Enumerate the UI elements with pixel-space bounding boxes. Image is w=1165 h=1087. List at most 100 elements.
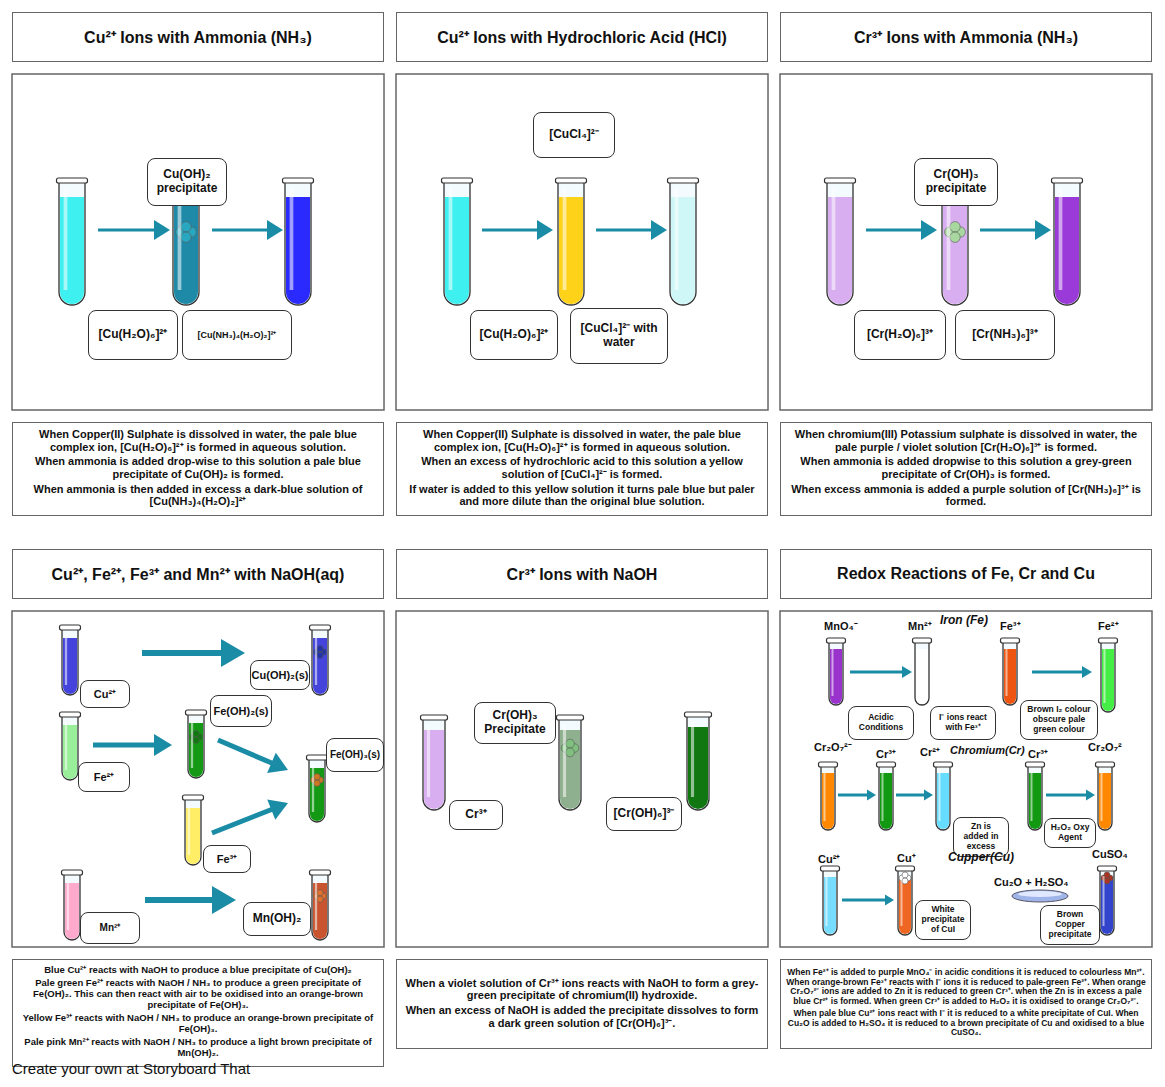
test-tube xyxy=(825,178,856,305)
test-tube xyxy=(821,866,840,935)
label-text: I⁻ ions react with Fe³⁺ xyxy=(935,713,991,733)
caption-text: When pale blue Cu²⁺ ions react with I⁻ i… xyxy=(786,1009,1146,1038)
watermark: Create your own at Storyboard That xyxy=(12,1061,250,1078)
panel-title: Cu²⁺, Fe²⁺, Fe³⁺ and Mn²⁺ with NaOH(aq) xyxy=(12,549,384,599)
test-tube xyxy=(57,178,88,305)
test-tube xyxy=(896,866,915,935)
panel-caption: When Copper(II) Sulphate is dissolved in… xyxy=(12,422,384,516)
label-text: White precipitate of CuI xyxy=(920,905,966,934)
label-text: Fe(OH)₃(s) xyxy=(330,749,380,761)
reaction-arrow xyxy=(212,220,283,240)
callout-label: [CuCl₄]²⁻ with water xyxy=(570,308,668,364)
label-text: Cr³⁺ xyxy=(465,808,486,822)
callout-label: Fe²⁺ xyxy=(78,762,130,792)
test-tube xyxy=(1098,866,1117,935)
panel-caption: When a violet solution of Cr³⁺ ions reac… xyxy=(396,959,768,1049)
test-tube xyxy=(1001,638,1020,705)
test-tube xyxy=(913,638,932,705)
test-tube xyxy=(442,178,473,305)
reaction-arrow xyxy=(896,790,933,801)
label-text: Mn²⁺ xyxy=(100,922,121,934)
label-text: Redox Reactions of Fe, Cr and Cu xyxy=(837,565,1095,583)
panel-caption: When Copper(II) Sulphate is dissolved in… xyxy=(396,422,768,516)
test-tube xyxy=(1052,178,1083,305)
label-text: Cu(OH)₂ precipitate xyxy=(152,168,222,196)
label-text: H₂O₂ Oxy Agent xyxy=(1049,823,1091,843)
test-tube xyxy=(877,762,896,830)
panel-title: Cu²⁺ Ions with Hydrochloric Acid (HCl) xyxy=(396,12,768,62)
panel-title: Cr³⁺ Ions with Ammonia (NH₃) xyxy=(780,12,1152,62)
caption-text: When excess ammonia is added a purple so… xyxy=(786,483,1146,508)
species-label: Cr₂O₇²⁻ xyxy=(814,741,852,753)
caption-text: When chromium(III) Potassium sulphate is… xyxy=(786,428,1146,453)
species-label: Iron (Fe) xyxy=(940,614,988,627)
caption-text: Pale green Fe²⁺ reacts with NaOH / NH₃ t… xyxy=(18,978,378,1011)
species-label: Chromium(Cr) xyxy=(950,744,1025,756)
species-label: Cr³⁺ xyxy=(876,748,896,760)
caption-text: When ammonia is then added in excess a d… xyxy=(18,483,378,508)
test-tube xyxy=(307,755,328,822)
test-tube xyxy=(186,710,207,778)
test-tube xyxy=(827,638,846,705)
panel-frame xyxy=(396,74,768,410)
callout-label: Mn²⁺ xyxy=(80,912,140,944)
panel-frame xyxy=(396,611,768,947)
label-text: Cu²⁺ xyxy=(94,688,116,701)
caption-text: When ammonia is added drop-wise to this … xyxy=(18,455,378,480)
callout-label: Fe(OH)₃(s) xyxy=(326,738,384,772)
callout-label: Cu²⁺ xyxy=(80,680,130,708)
label-text: [CuCl₄]²⁻ with water xyxy=(575,322,663,350)
test-tube xyxy=(685,712,712,810)
label-text: Acidic Conditions xyxy=(853,713,909,733)
label-text: [CuCl₄]²⁻ xyxy=(549,128,599,142)
caption-text: Blue Cu²⁺ reacts with NaOH to produce a … xyxy=(18,965,378,976)
species-label: CuSO₄ xyxy=(1092,848,1128,860)
test-tube xyxy=(283,178,314,305)
panel-title: Cr³⁺ Ions with NaOH xyxy=(396,549,768,599)
species-label: Cu⁺ xyxy=(897,852,916,864)
reaction-arrow xyxy=(842,895,894,906)
label-text: Cr³⁺ Ions with Ammonia (NH₃) xyxy=(854,26,1078,48)
reaction-arrow xyxy=(1032,666,1092,678)
species-label: Fe²⁺ xyxy=(1098,620,1119,632)
test-tube xyxy=(1096,762,1115,830)
test-tube xyxy=(668,178,699,305)
label-text: [Cu(NH₃)₄(H₂O)₂]²⁺ xyxy=(198,330,277,340)
label-text: [Cu(H₂O)₆]²⁺ xyxy=(99,328,168,342)
label-text: Fe³⁺ xyxy=(217,853,238,866)
label-text: Cr(OH)₃ precipitate xyxy=(919,168,993,196)
species-label: Cupper(Cu) xyxy=(948,851,1014,864)
panel-caption: When Fe²⁺ is added to purple MnO₄⁻ in ac… xyxy=(780,959,1152,1049)
reaction-arrow xyxy=(866,220,937,240)
caption-text: If water is added to this yellow solutio… xyxy=(402,483,762,508)
species-label: Cr₂O₇² xyxy=(1088,741,1122,753)
reaction-arrow xyxy=(142,639,245,667)
species-label: Mn²⁺ xyxy=(908,620,932,632)
reaction-arrow xyxy=(596,220,667,240)
callout-label: Fe(OH)₂(s) xyxy=(210,695,272,727)
label-text: [Cu(H₂O)₆]²⁺ xyxy=(480,328,549,342)
reaction-arrow xyxy=(93,734,172,756)
test-tube xyxy=(934,762,953,830)
test-tube xyxy=(310,870,331,940)
label-text: Brown Copper precipitate xyxy=(1045,910,1095,939)
callout-label: Acidic Conditions xyxy=(848,706,914,740)
label-text: Cu²⁺ Ions with Hydrochloric Acid (HCl) xyxy=(437,26,727,48)
reaction-arrow xyxy=(838,790,876,801)
label-text: Cu(OH)₂(s) xyxy=(252,669,309,682)
panel-frame xyxy=(12,74,384,410)
species-label: Cu₂O + H₂SO₄ xyxy=(994,876,1069,888)
callout-label: Mn(OH)₂ xyxy=(243,902,311,936)
callout-label: [Cu(NH₃)₄(H₂O)₂]²⁺ xyxy=(182,310,292,360)
callout-label: Brown Copper precipitate xyxy=(1040,905,1100,945)
reaction-arrow xyxy=(482,220,553,240)
label-text: [Cr(H₂O)₆]³⁺ xyxy=(867,328,933,342)
panel-caption: Blue Cu²⁺ reacts with NaOH to produce a … xyxy=(12,959,384,1067)
panel-frame xyxy=(780,74,1152,410)
reaction-arrow xyxy=(98,220,170,240)
callout-label: H₂O₂ Oxy Agent xyxy=(1044,818,1096,848)
reaction-arrow xyxy=(145,886,236,914)
label-text: Cu²⁺ Ions with Ammonia (NH₃) xyxy=(84,26,312,48)
panel-frame xyxy=(12,611,384,947)
